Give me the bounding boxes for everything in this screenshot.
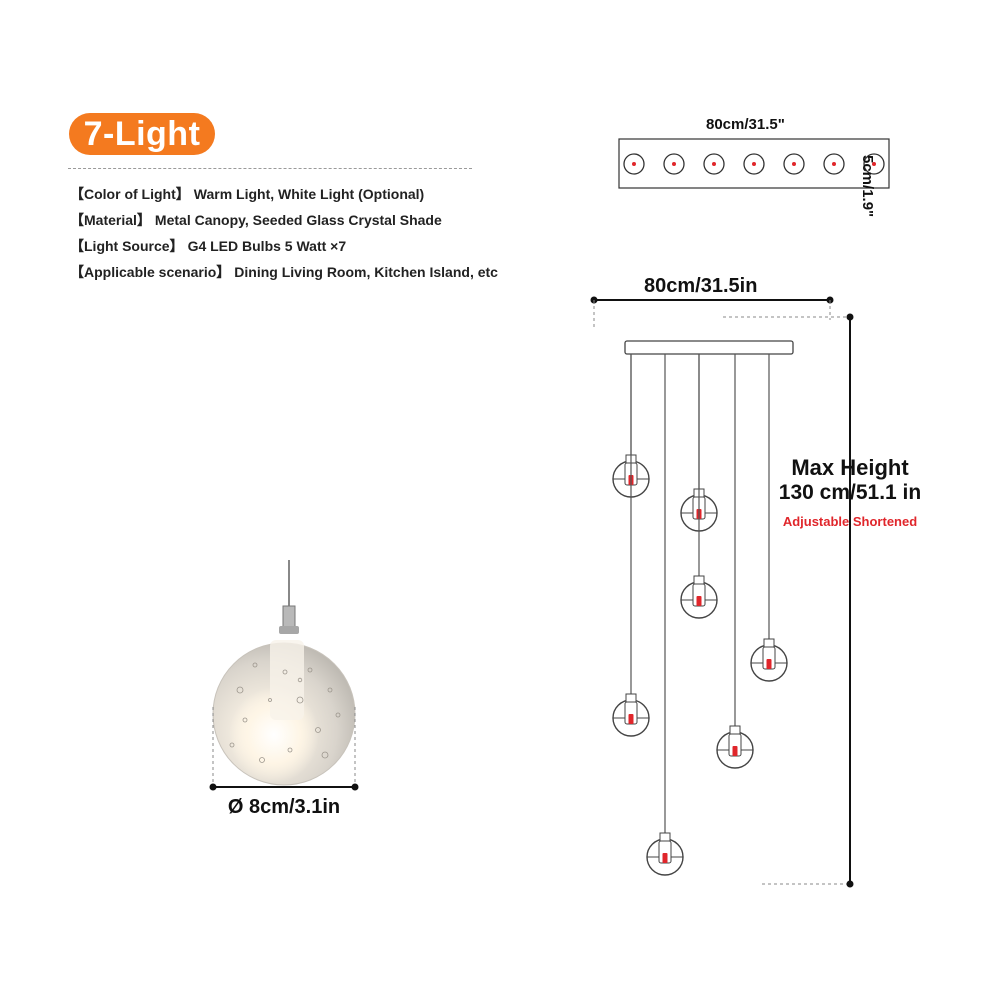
max-height-value: 130 cm/51.1 in <box>778 481 922 504</box>
bubble <box>296 696 304 704</box>
pendant <box>716 354 754 769</box>
top-bulb <box>623 153 645 175</box>
bubble <box>282 669 288 675</box>
spec-color-of-light: 【Color of Light】Warm Light, White Light … <box>70 184 424 204</box>
spec-light-source: 【Light Source】G4 LED Bulbs 5 Watt ×7 <box>70 236 346 256</box>
adjustable-note: Adjustable Shortened <box>782 514 918 529</box>
pendant <box>646 354 684 876</box>
light-count-badge: 7-Light <box>69 113 215 155</box>
bubble <box>259 757 265 763</box>
height-dimension-end <box>846 313 854 321</box>
top-bulb <box>743 153 765 175</box>
top-view-bulbs <box>623 153 885 175</box>
spec-material: 【Material】Metal Canopy, Seeded Glass Cry… <box>70 210 442 230</box>
bubble <box>335 712 341 718</box>
pendant <box>612 354 650 737</box>
spec-value: Dining Living Room, Kitchen Island, etc <box>234 264 498 280</box>
side-width-label: 80cm/31.5in <box>644 275 758 297</box>
pendant <box>750 354 788 682</box>
top-bulb <box>783 153 805 175</box>
spec-applicable-scenario: 【Applicable scenario】Dining Living Room,… <box>70 262 498 282</box>
spec-value: Metal Canopy, Seeded Glass Crystal Shade <box>154 212 442 228</box>
bubble <box>287 747 293 753</box>
spec-value: G4 LED Bulbs 5 Watt ×7 <box>187 238 347 254</box>
spec-value: Warm Light, White Light (Optional) <box>193 186 425 202</box>
height-dimension-end <box>846 880 854 888</box>
diameter-label: Ø 8cm/3.1in <box>227 796 341 818</box>
bubble <box>315 727 321 733</box>
single-shade <box>209 560 359 791</box>
bubble <box>236 686 244 694</box>
pendant <box>680 354 718 619</box>
top-view <box>618 138 890 189</box>
bubble <box>242 717 248 723</box>
top-depth-label: 5cm/1.9" <box>859 155 876 218</box>
bubble <box>321 751 329 759</box>
top-bulb <box>863 153 885 175</box>
side-view <box>590 296 854 888</box>
side-canopy <box>624 340 794 355</box>
dashed-divider <box>68 168 472 169</box>
bubble <box>229 742 235 748</box>
top-bulb <box>823 153 845 175</box>
side-view-pendants <box>612 354 788 876</box>
bubble <box>307 667 313 673</box>
max-height-title: Max Height <box>791 455 909 480</box>
spec-key: 【Color of Light】 <box>70 186 190 202</box>
spec-key: 【Applicable scenario】 <box>70 264 231 280</box>
bubble <box>297 677 303 683</box>
top-bulb <box>703 153 725 175</box>
spec-key: 【Material】 <box>70 212 151 228</box>
spec-key: 【Light Source】 <box>70 238 184 254</box>
bubble <box>327 687 333 693</box>
top-width-label: 80cm/31.5" <box>706 116 785 133</box>
bubble <box>252 662 258 668</box>
bubble <box>268 698 272 702</box>
top-view-canopy <box>618 138 890 189</box>
top-bulb <box>663 153 685 175</box>
glass-bubbles <box>229 662 341 763</box>
